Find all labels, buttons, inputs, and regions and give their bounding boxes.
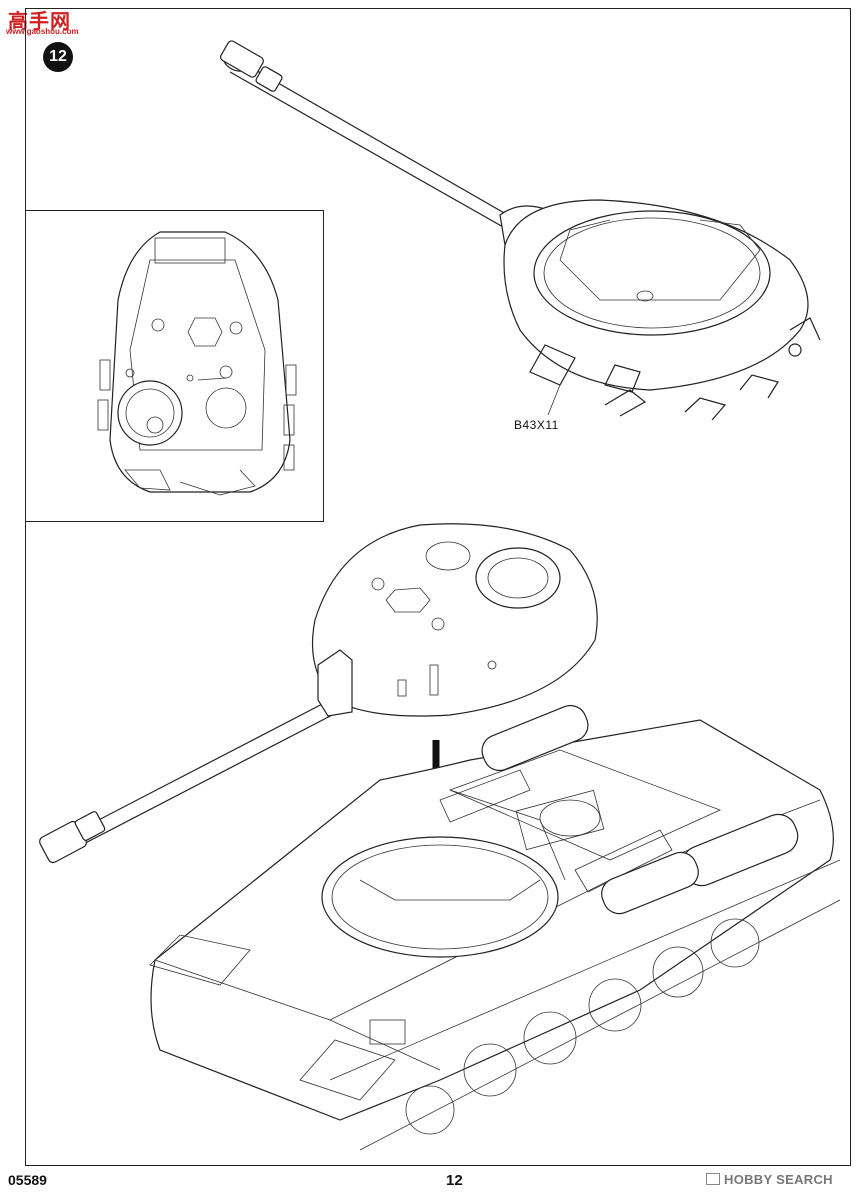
hull-drawing — [149, 704, 841, 1151]
watermark-logo-text: 高手网 — [8, 11, 71, 33]
hobbysearch-logo-icon — [706, 1173, 720, 1185]
hobbysearch-brand-text: HOBBY SEARCH — [724, 1172, 833, 1187]
page-number: 12 — [446, 1172, 463, 1189]
site-watermark-logo: 高手网 www.gaoshou.com — [2, 2, 79, 36]
hobbysearch-watermark: HOBBY SEARCH — [706, 1172, 833, 1187]
turret-top-view-inset — [25, 210, 324, 522]
turret-lower-drawing — [39, 523, 598, 864]
page-frame — [25, 8, 851, 1166]
kit-code: 05589 — [8, 1172, 47, 1188]
turret-upper-drawing — [220, 40, 821, 421]
step-number-badge: 12 — [43, 42, 73, 72]
watermark-logo-url: www.gaoshou.com — [6, 27, 79, 36]
part-callout-label: B43X11 — [514, 418, 559, 432]
turret-top-inset-drawing — [97, 231, 297, 496]
